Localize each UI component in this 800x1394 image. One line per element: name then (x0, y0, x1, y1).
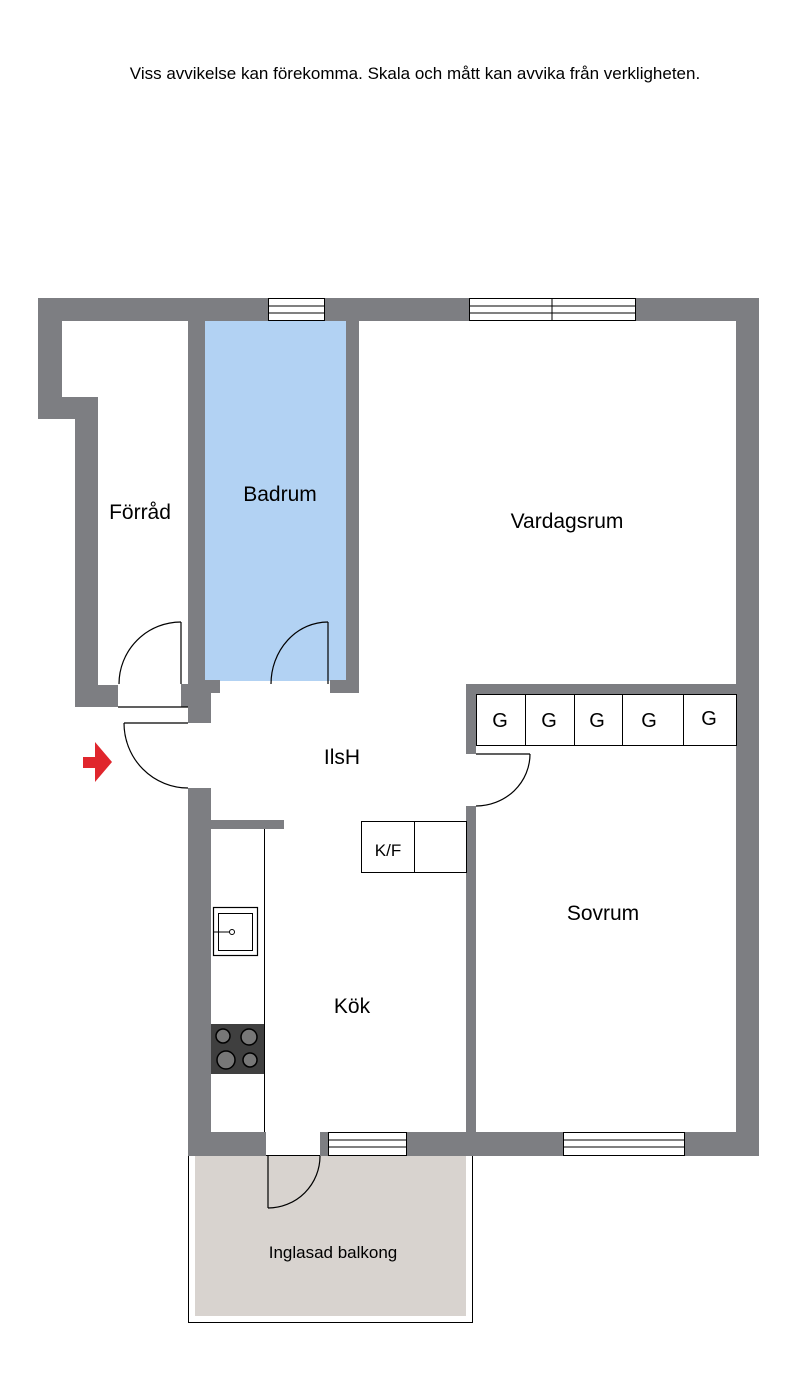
windows (268, 298, 685, 1156)
door-bathroom (270, 621, 329, 685)
room-label-storage: Förråd (109, 501, 171, 524)
wardrobe-label: G (541, 710, 557, 732)
stove-icon (211, 1024, 264, 1074)
door-balcony (267, 1155, 321, 1209)
walls (38, 298, 759, 1156)
wardrobes: G G G G G (476, 694, 737, 746)
door-bedroom (475, 753, 531, 807)
kitchen-counter (211, 829, 265, 1132)
room-label-bathroom: Badrum (243, 483, 317, 506)
window-living-room (469, 298, 636, 321)
fridge-freezer-label: K/F (375, 841, 401, 860)
room-label-hall: IlsH (324, 746, 360, 769)
fridge-freezer: K/F (361, 821, 467, 873)
door-storage (118, 621, 182, 685)
room-label-living-room: Vardagsrum (511, 510, 624, 533)
wardrobe-label: G (641, 710, 657, 732)
wardrobe-label: G (589, 710, 605, 732)
room-label-bedroom: Sovrum (567, 902, 639, 925)
door-entrance (118, 706, 189, 789)
entry-arrow-icon (83, 742, 112, 782)
disclaimer-text: Viss avvikelse kan förekomma. Skala och … (129, 64, 701, 83)
balcony-floor (195, 1156, 466, 1316)
bathroom-floor (204, 321, 346, 681)
room-label-kitchen: Kök (334, 995, 371, 1018)
window-bathroom (268, 298, 325, 321)
window-kitchen (328, 1132, 407, 1156)
sink-icon (212, 906, 259, 957)
wardrobe-label: G (492, 710, 508, 732)
doors (118, 621, 531, 1209)
wardrobe-label: G (701, 708, 717, 730)
room-label-balcony: Inglasad balkong (269, 1243, 398, 1262)
window-bedroom (563, 1132, 685, 1156)
